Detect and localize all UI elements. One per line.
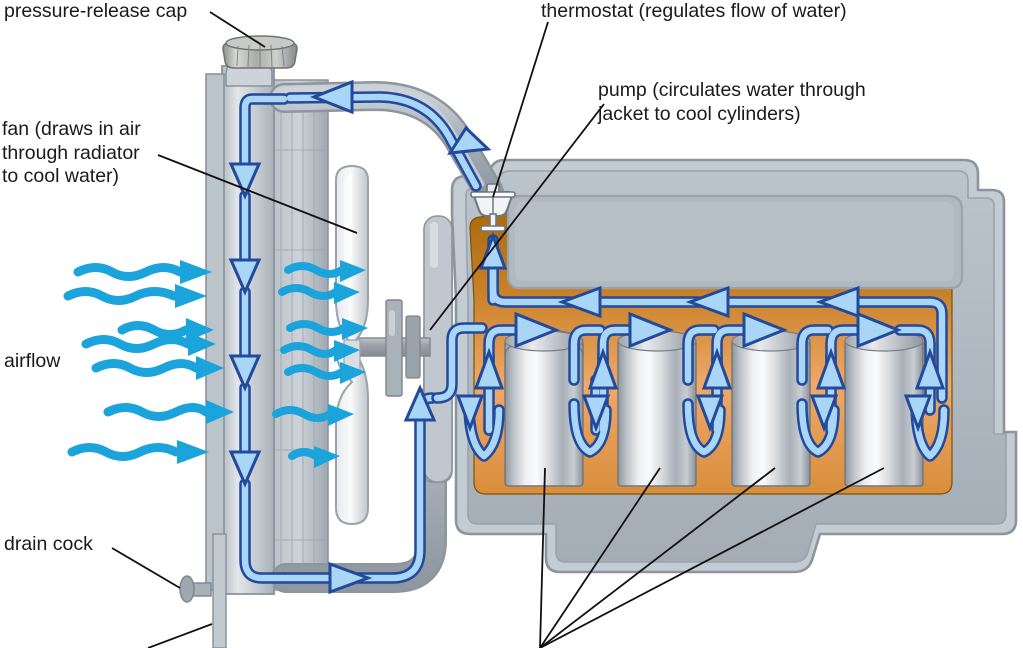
leader-pressure-release-cap — [209, 11, 266, 48]
airflow-arrowheads-left — [175, 260, 234, 464]
leader-cylinder-2 — [539, 467, 661, 648]
label-pressure-release-cap: pressure-release cap — [4, 0, 188, 22]
leader-cylinder-1 — [539, 467, 546, 648]
label-fan: fan (draws in air through radiator to co… — [2, 118, 141, 187]
cylinder-flow-arrows — [431, 311, 950, 462]
cylinders — [504, 329, 924, 487]
label-drain-cock: drain cock — [4, 533, 93, 555]
label-pump: pump (circulates water through jacket to… — [598, 79, 866, 125]
leader-lines — [111, 11, 885, 648]
leader-thermostat — [492, 21, 549, 198]
arrowheads-upper-hose — [309, 79, 492, 155]
drain-cock-part — [179, 575, 212, 603]
arrowhead-thermostat — [478, 231, 508, 270]
label-airflow: airflow — [4, 350, 61, 372]
arrowheads-radiator-down — [228, 162, 262, 488]
airflow-arrows — [63, 263, 211, 461]
arrowhead-lower-hose — [328, 384, 437, 595]
airflow-arrowheads-behind-radiator — [314, 260, 368, 468]
fan-shaft — [351, 299, 431, 397]
leader-fan — [157, 154, 358, 234]
leader-cylinder-3 — [539, 467, 776, 648]
airflow-arrows-behind-radiator — [272, 262, 348, 460]
label-thermostat: thermostat (regulates flow of water) — [541, 0, 847, 22]
leader-drain-cock — [111, 547, 181, 589]
fan-blade — [334, 164, 369, 526]
pressure-release-cap-part — [222, 35, 298, 69]
leader-cylinder-4 — [539, 467, 885, 648]
leader-pump — [429, 103, 605, 331]
leader-radiator-bottom — [147, 623, 213, 648]
cylinder-2 — [617, 330, 697, 487]
radiator — [205, 59, 329, 648]
arrowheads-jacket-top — [557, 285, 860, 319]
